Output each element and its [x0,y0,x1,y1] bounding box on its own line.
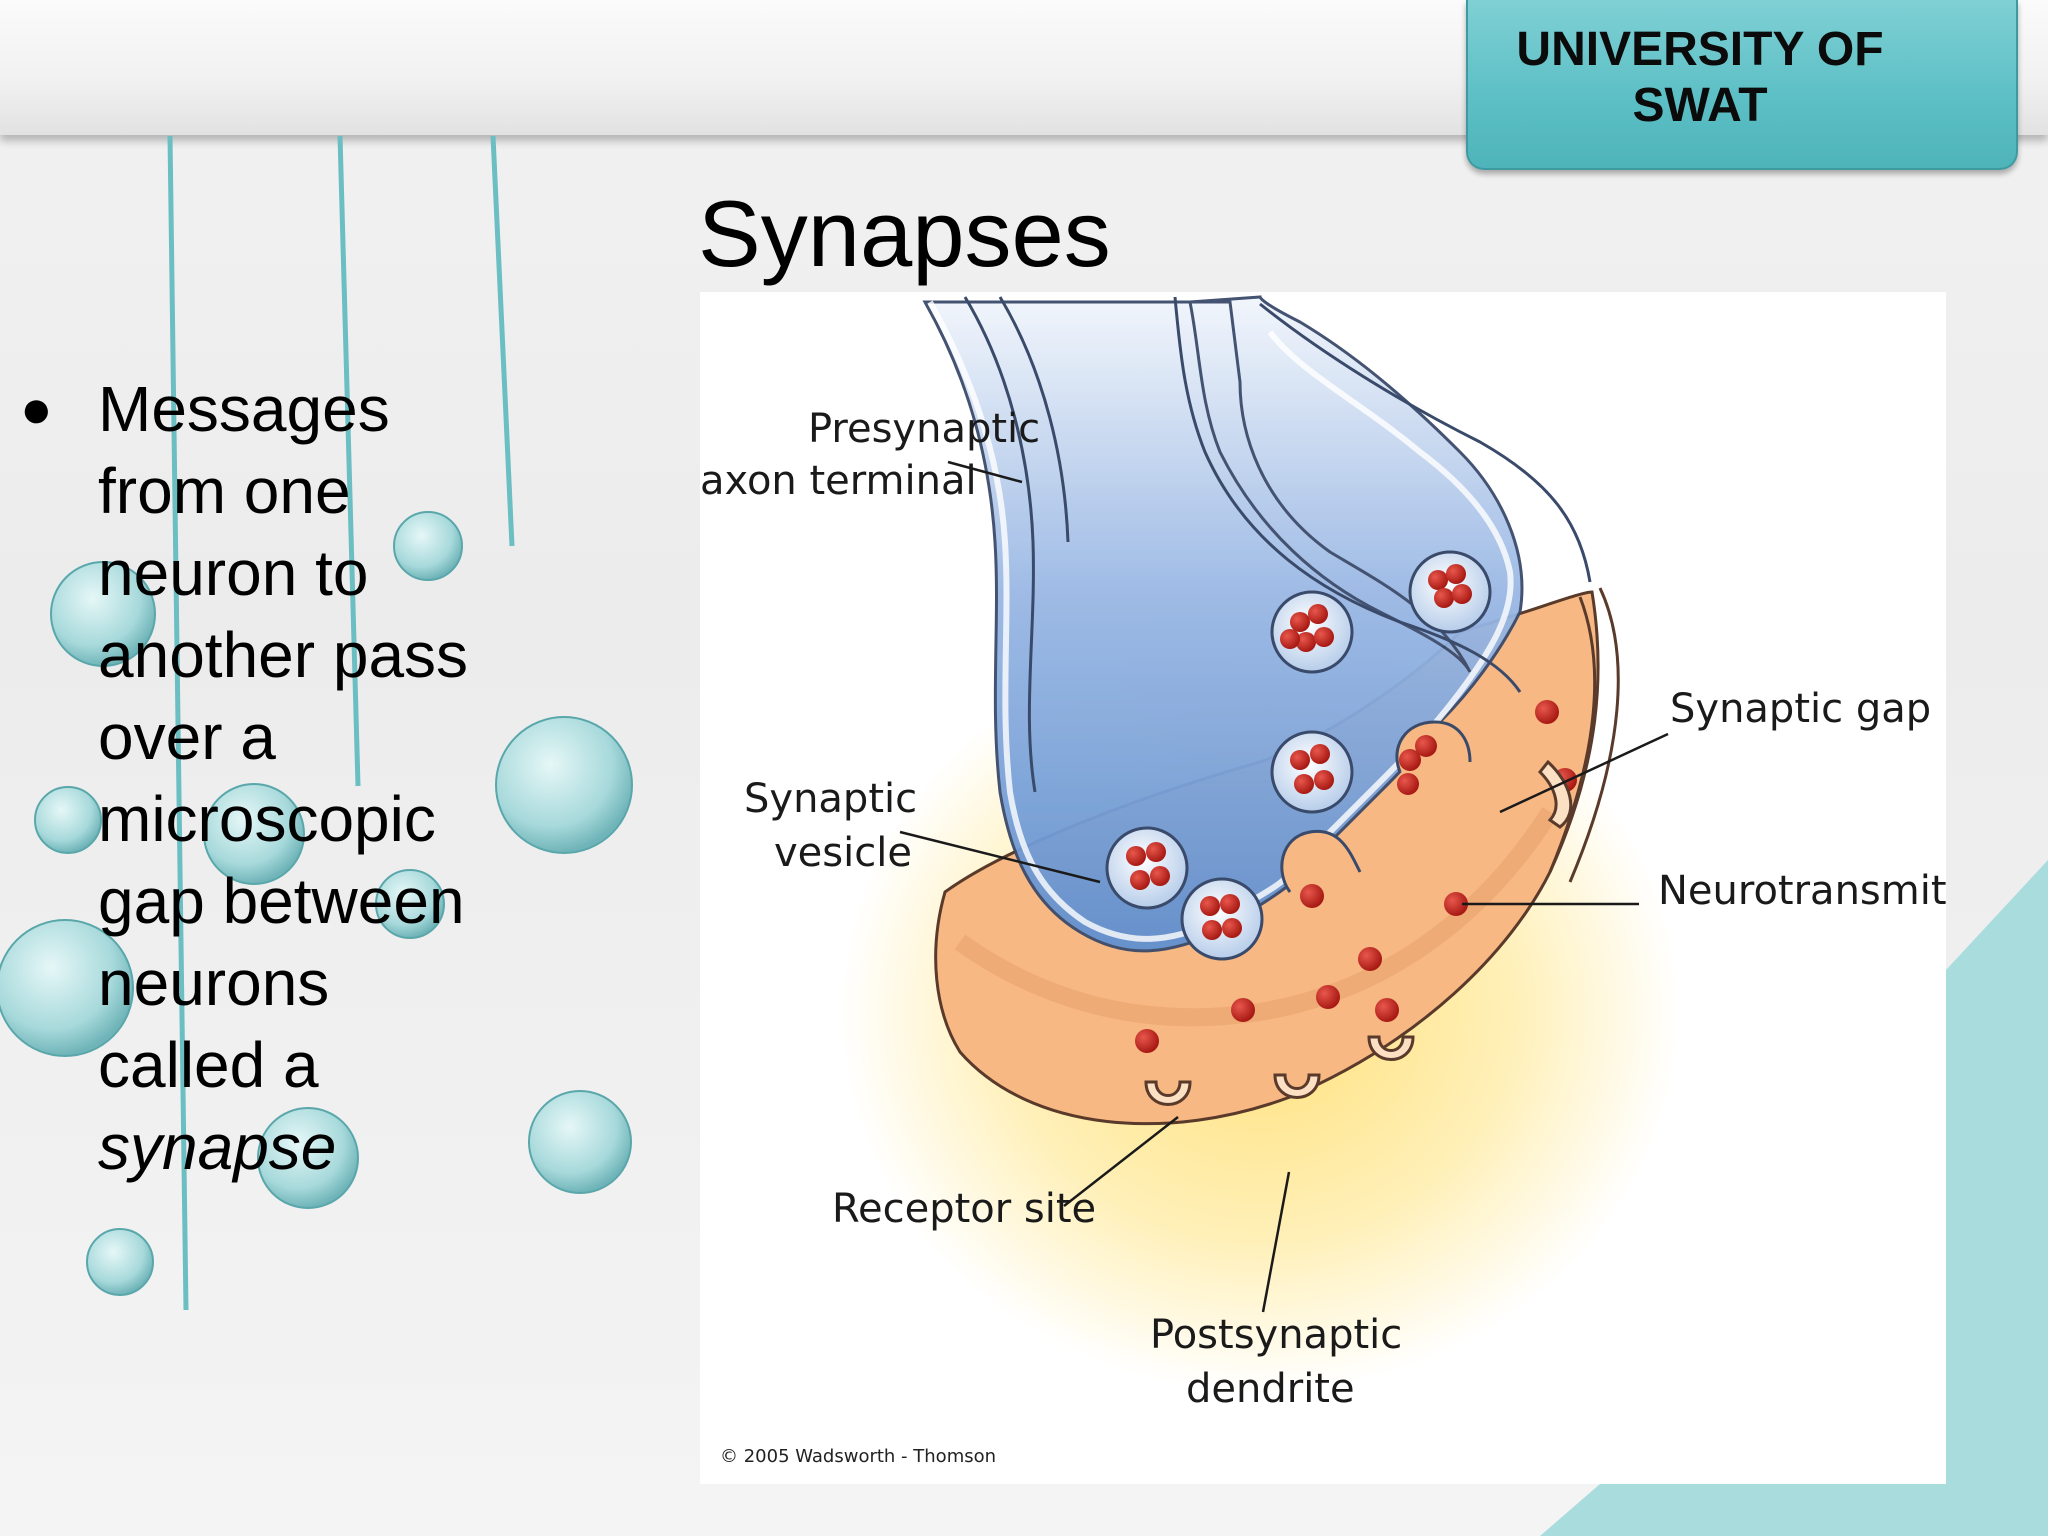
label-neurotransmitter: Neurotransmitter [1658,868,1946,914]
neurotransmitter-molecules [1135,700,1577,1053]
university-badge [1466,0,2018,170]
synaptic-vesicle [1270,590,1354,674]
slide-title: Synapses [698,181,1111,286]
synaptic-vesicle [1408,550,1492,634]
synaptic-vesicle [1105,826,1189,910]
copyright-notice: © 2005 Wadsworth - Thomson [720,1446,996,1467]
synapse-illustration: Presynaptic axon terminal Synaptic gap S… [700,295,2004,1467]
university-name: UNIVERSITY OF SWAT [1516,23,1884,132]
bullet-text: Messages from one neuron to another pass… [98,368,498,1188]
label-synaptic: Synaptic [744,776,917,822]
label-synaptic-gap: Synaptic gap [1670,686,1931,732]
label-presynaptic: Presynaptic [808,406,1040,452]
label-dendrite: dendrite [1186,1366,1355,1412]
synaptic-vesicle [1180,877,1264,961]
receptor-site [1144,759,1573,1106]
synapse-diagram: Presynaptic axon terminal Synaptic gap S… [700,292,2004,1484]
label-vesicle: vesicle [774,830,912,876]
bullet-text-emphasis: synapse [98,1111,337,1183]
label-receptor-site: Receptor site [832,1186,1096,1232]
synaptic-vesicle [1270,730,1354,814]
bullet-marker: ● [20,379,53,439]
label-postsynaptic: Postsynaptic [1150,1312,1402,1358]
bullet-text-main: Messages from one neuron to another pass… [98,373,469,1101]
label-axon-terminal: axon terminal [700,458,977,504]
